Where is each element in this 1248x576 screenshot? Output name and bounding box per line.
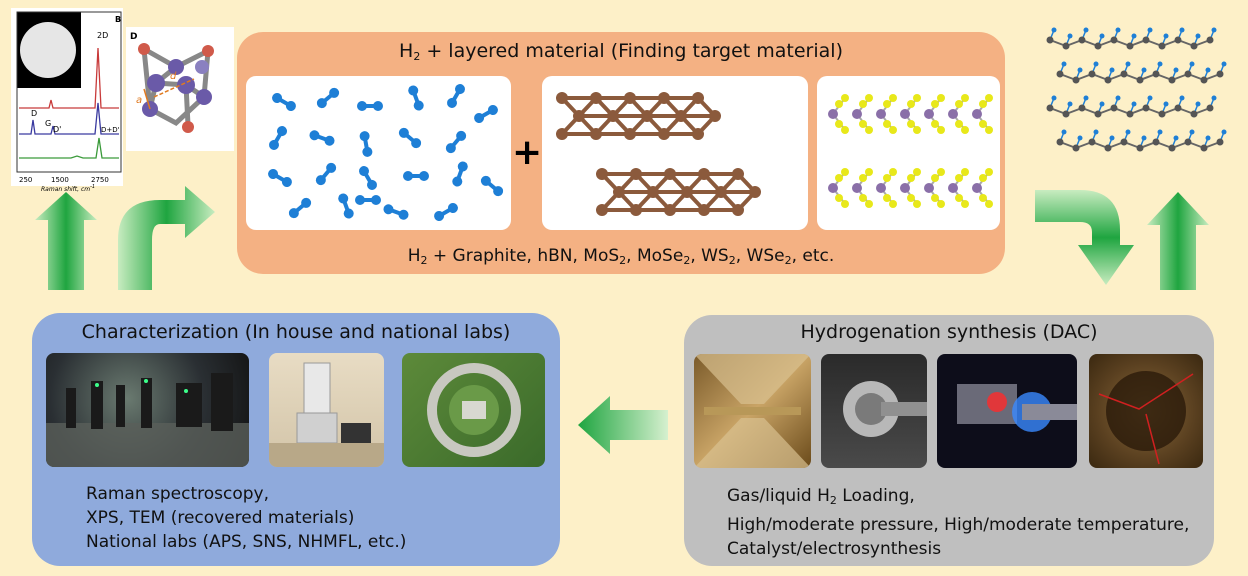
h2-molecule bbox=[474, 105, 498, 123]
h2-molecule bbox=[309, 130, 335, 146]
label-d: d bbox=[170, 71, 177, 82]
hydrogenation-line-2: High/moderate pressure, High/moderate te… bbox=[727, 515, 1190, 535]
h2-molecule bbox=[272, 93, 296, 111]
h2-molecule bbox=[338, 193, 354, 219]
h2-molecule bbox=[315, 162, 337, 186]
sample-chamber-drawing bbox=[1098, 371, 1194, 465]
h2-molecule bbox=[359, 131, 373, 157]
h2-molecule bbox=[452, 161, 468, 187]
h2-molecule bbox=[398, 127, 422, 149]
target-material-title: H2 + layered material (Finding target ma… bbox=[399, 40, 843, 63]
dac-apparatus-photo bbox=[821, 354, 927, 468]
h2-molecule bbox=[355, 195, 381, 205]
crystal-structure-drawing: D d a bbox=[130, 32, 214, 133]
h2-molecule bbox=[434, 203, 458, 221]
peak-label-g: G bbox=[45, 119, 51, 128]
raman-xlabel: Raman shift, cm-1 bbox=[41, 184, 96, 193]
distance-d-arrow bbox=[153, 78, 195, 98]
h2-molecule bbox=[445, 130, 467, 154]
target-material-panel: H2 + layered material (Finding target ma… bbox=[237, 32, 1005, 274]
diamond-anvil-drawing bbox=[694, 354, 811, 468]
curved-arrow-right bbox=[1035, 190, 1134, 285]
left-arrow-bottom bbox=[578, 396, 668, 454]
crystal-structure-inset: D d a bbox=[126, 27, 234, 151]
tmd-layer-2 bbox=[828, 168, 993, 208]
hydrogenated-lattice-image bbox=[1040, 18, 1245, 178]
laser-setup-drawing bbox=[957, 384, 1077, 432]
optical-table-drawing bbox=[46, 373, 249, 467]
tick-label-2: 2750 bbox=[91, 176, 109, 184]
h2-molecule bbox=[269, 126, 287, 150]
lattice-layer-3 bbox=[1046, 95, 1217, 118]
tick-label-1: 1500 bbox=[51, 176, 69, 184]
tmd-layers-box bbox=[817, 76, 1000, 230]
synchrotron-ring-drawing bbox=[427, 363, 521, 457]
tick-label-0: 250 bbox=[19, 176, 32, 184]
graphene-layer-2 bbox=[596, 168, 761, 216]
national-lab-aerial-photo bbox=[402, 353, 545, 467]
h2-molecule bbox=[357, 101, 383, 111]
h2-molecule bbox=[408, 85, 424, 111]
characterization-title: Characterization (In house and national … bbox=[81, 321, 511, 343]
lattice-layer-4 bbox=[1056, 129, 1227, 152]
raman-lab-photo bbox=[46, 353, 249, 467]
raman-spectrum-chart: B 2D D G D' D+D' 250 1500 2750 bbox=[16, 11, 122, 184]
spectrum-trace-green bbox=[19, 137, 119, 159]
raman-spectrum-inset: B 2D D G D' D+D' 250 1500 2750 Raman shi… bbox=[11, 8, 123, 193]
panel-letter: B bbox=[115, 15, 121, 24]
characterization-line-2: XPS, TEM (recovered materials) bbox=[86, 508, 355, 528]
label-a: a bbox=[136, 95, 142, 106]
spectrum-trace-red bbox=[19, 47, 119, 109]
graphene-layers-drawing bbox=[556, 92, 761, 216]
target-material-caption: H2 + Graphite, hBN, MoS2, MoSe2, WS2, WS… bbox=[407, 246, 835, 267]
h2-molecules-drawing bbox=[268, 84, 504, 221]
h2-molecule bbox=[447, 84, 465, 108]
sample-disk bbox=[20, 22, 76, 78]
up-arrow-right bbox=[1147, 192, 1209, 290]
plot-frame bbox=[16, 11, 122, 173]
h2-molecule bbox=[383, 204, 409, 220]
characterization-panel: Characterization (In house and national … bbox=[32, 313, 560, 566]
hydrogenation-line-3: Catalyst/electrosynthesis bbox=[727, 539, 942, 559]
h2-molecule bbox=[359, 166, 377, 190]
hydrogenated-lattice-drawing bbox=[1046, 27, 1227, 152]
characterization-line-3: National labs (APS, SNS, NHMFL, etc.) bbox=[86, 532, 407, 552]
lattice-layer-2 bbox=[1056, 61, 1227, 84]
peak-label-dprime: D' bbox=[53, 125, 61, 134]
graphene-layers-box bbox=[542, 76, 808, 230]
h2-molecule bbox=[288, 197, 312, 219]
hydrogenation-line-1: Gas/liquid H2 Loading, bbox=[727, 486, 915, 507]
tmd-layers-drawing bbox=[828, 94, 993, 208]
hydrogenation-text: Gas/liquid H2 Loading, High/moderate pre… bbox=[727, 484, 1189, 561]
spectrum-trace-blue bbox=[19, 102, 119, 135]
characterization-line-1: Raman spectroscopy, bbox=[86, 484, 270, 504]
atom-set bbox=[138, 43, 214, 133]
distance-a-arrow bbox=[143, 88, 151, 110]
sample-chamber-photo bbox=[1089, 354, 1203, 468]
dac-apparatus-drawing bbox=[843, 381, 927, 437]
graphene-layer-1 bbox=[556, 92, 721, 140]
up-arrow-left bbox=[35, 192, 97, 290]
laser-setup-photo bbox=[937, 354, 1077, 468]
hydrogenation-title: Hydrogenation synthesis (DAC) bbox=[800, 321, 1098, 343]
characterization-text: Raman spectroscopy, XPS, TEM (recovered … bbox=[86, 482, 406, 554]
lattice-layer-1 bbox=[1046, 27, 1217, 50]
peak-label-d: D bbox=[31, 109, 37, 118]
peak-label-2d: 2D bbox=[97, 31, 108, 40]
h2-molecules-box bbox=[246, 76, 511, 230]
h2-molecule bbox=[403, 171, 429, 181]
hydrogenation-panel: Hydrogenation synthesis (DAC) Gas/liquid… bbox=[684, 315, 1214, 566]
curved-arrow-left bbox=[118, 186, 215, 290]
h2-molecule bbox=[268, 169, 292, 187]
tmd-layer-1 bbox=[828, 94, 993, 134]
h2-molecule bbox=[480, 175, 504, 197]
h2-molecule bbox=[316, 87, 340, 109]
plus-sign: + bbox=[512, 132, 543, 173]
peak-label-dd: D+D' bbox=[101, 126, 120, 134]
tem-instrument-drawing bbox=[269, 362, 384, 467]
dac-anvil-photo bbox=[694, 354, 811, 468]
structure-panel-letter: D bbox=[130, 32, 137, 42]
tem-photo bbox=[269, 353, 384, 467]
